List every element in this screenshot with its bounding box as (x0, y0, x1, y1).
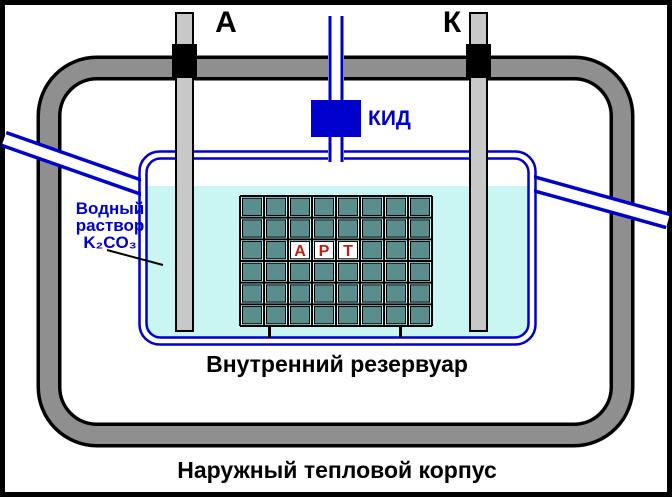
stack-cell (242, 306, 262, 325)
stack-cell (290, 262, 310, 281)
stack-letter-a: А (294, 243, 306, 260)
stack-cell-label (314, 241, 334, 260)
stack-letter-t: Т (343, 243, 353, 260)
stack-cell (266, 284, 286, 303)
stack-cell (362, 284, 382, 303)
stack-support-leg (399, 326, 402, 338)
stack-cell (338, 306, 358, 325)
stack-cell-label (338, 241, 358, 260)
stack-cell (362, 197, 382, 216)
kid-device (311, 100, 361, 137)
stack-cell (410, 241, 430, 260)
stack-cell (386, 284, 406, 303)
stack-cell (266, 241, 286, 260)
stack-cell (386, 197, 406, 216)
stack-cell (242, 284, 262, 303)
inlet-tube-left-core (2, 134, 154, 196)
label-inner-reservoir: Внутренний резервуар (206, 351, 468, 377)
electrode-cathode-seal (466, 44, 491, 78)
stack-cell (410, 262, 430, 281)
stack-cell (410, 197, 430, 216)
stack-cell (410, 306, 430, 325)
stack-cell (338, 284, 358, 303)
stack-cell (338, 197, 358, 216)
stack-cell (242, 197, 262, 216)
stack-cell (386, 241, 406, 260)
stack-support-leg (268, 326, 271, 338)
stack-cell (242, 241, 262, 260)
stack-cell (290, 306, 310, 325)
stack-cell (386, 219, 406, 238)
stack-cell (314, 262, 334, 281)
stack-cell (242, 262, 262, 281)
stack-cell (362, 219, 382, 238)
stack-cell (314, 306, 334, 325)
label-solution-line3: K₂CO₃ (83, 233, 136, 252)
label-kid: КИД (368, 107, 411, 130)
electrode-cathode (469, 12, 488, 332)
stack-cell (362, 306, 382, 325)
stack-cell (266, 197, 286, 216)
gas-tube-upper-core (328, 16, 344, 101)
stack-cell (410, 284, 430, 303)
stack-cell (314, 284, 334, 303)
electrode-anode (175, 12, 194, 332)
stack-cell (290, 219, 310, 238)
outlet-tube-right-core (522, 176, 670, 226)
stack-cell (362, 262, 382, 281)
label-anode: А (215, 6, 237, 39)
gas-tube-center (311, 16, 361, 162)
stack-cell (386, 262, 406, 281)
stack-cell (338, 219, 358, 238)
stack-cell (290, 284, 310, 303)
outlet-tube-right (521, 172, 671, 230)
stack-cell (410, 219, 430, 238)
stack-cell (266, 262, 286, 281)
stack-lattice (239, 195, 433, 327)
electrode-anode-seal (172, 44, 197, 78)
stack-cell (338, 262, 358, 281)
label-solution-line1: Водный (76, 199, 144, 218)
stack-cell (386, 306, 406, 325)
cell-stack-grid (239, 195, 433, 327)
label-cathode: К (443, 6, 462, 39)
stack-cell (266, 219, 286, 238)
label-solution-line2: раствор (76, 216, 145, 235)
solution-leader-line (106, 249, 164, 266)
stack-cell (362, 241, 382, 260)
stack-letter-r: Р (319, 243, 330, 260)
label-outer-housing: Наружный тепловой корпус (177, 457, 497, 483)
stack-cell (266, 306, 286, 325)
stack-cell (290, 197, 310, 216)
inlet-tube-left (1, 130, 155, 200)
stack-cell (242, 219, 262, 238)
stack-cell-label (290, 241, 310, 260)
stack-cell (314, 197, 334, 216)
gas-tube-lower-core (328, 137, 344, 162)
stack-cell (314, 219, 334, 238)
